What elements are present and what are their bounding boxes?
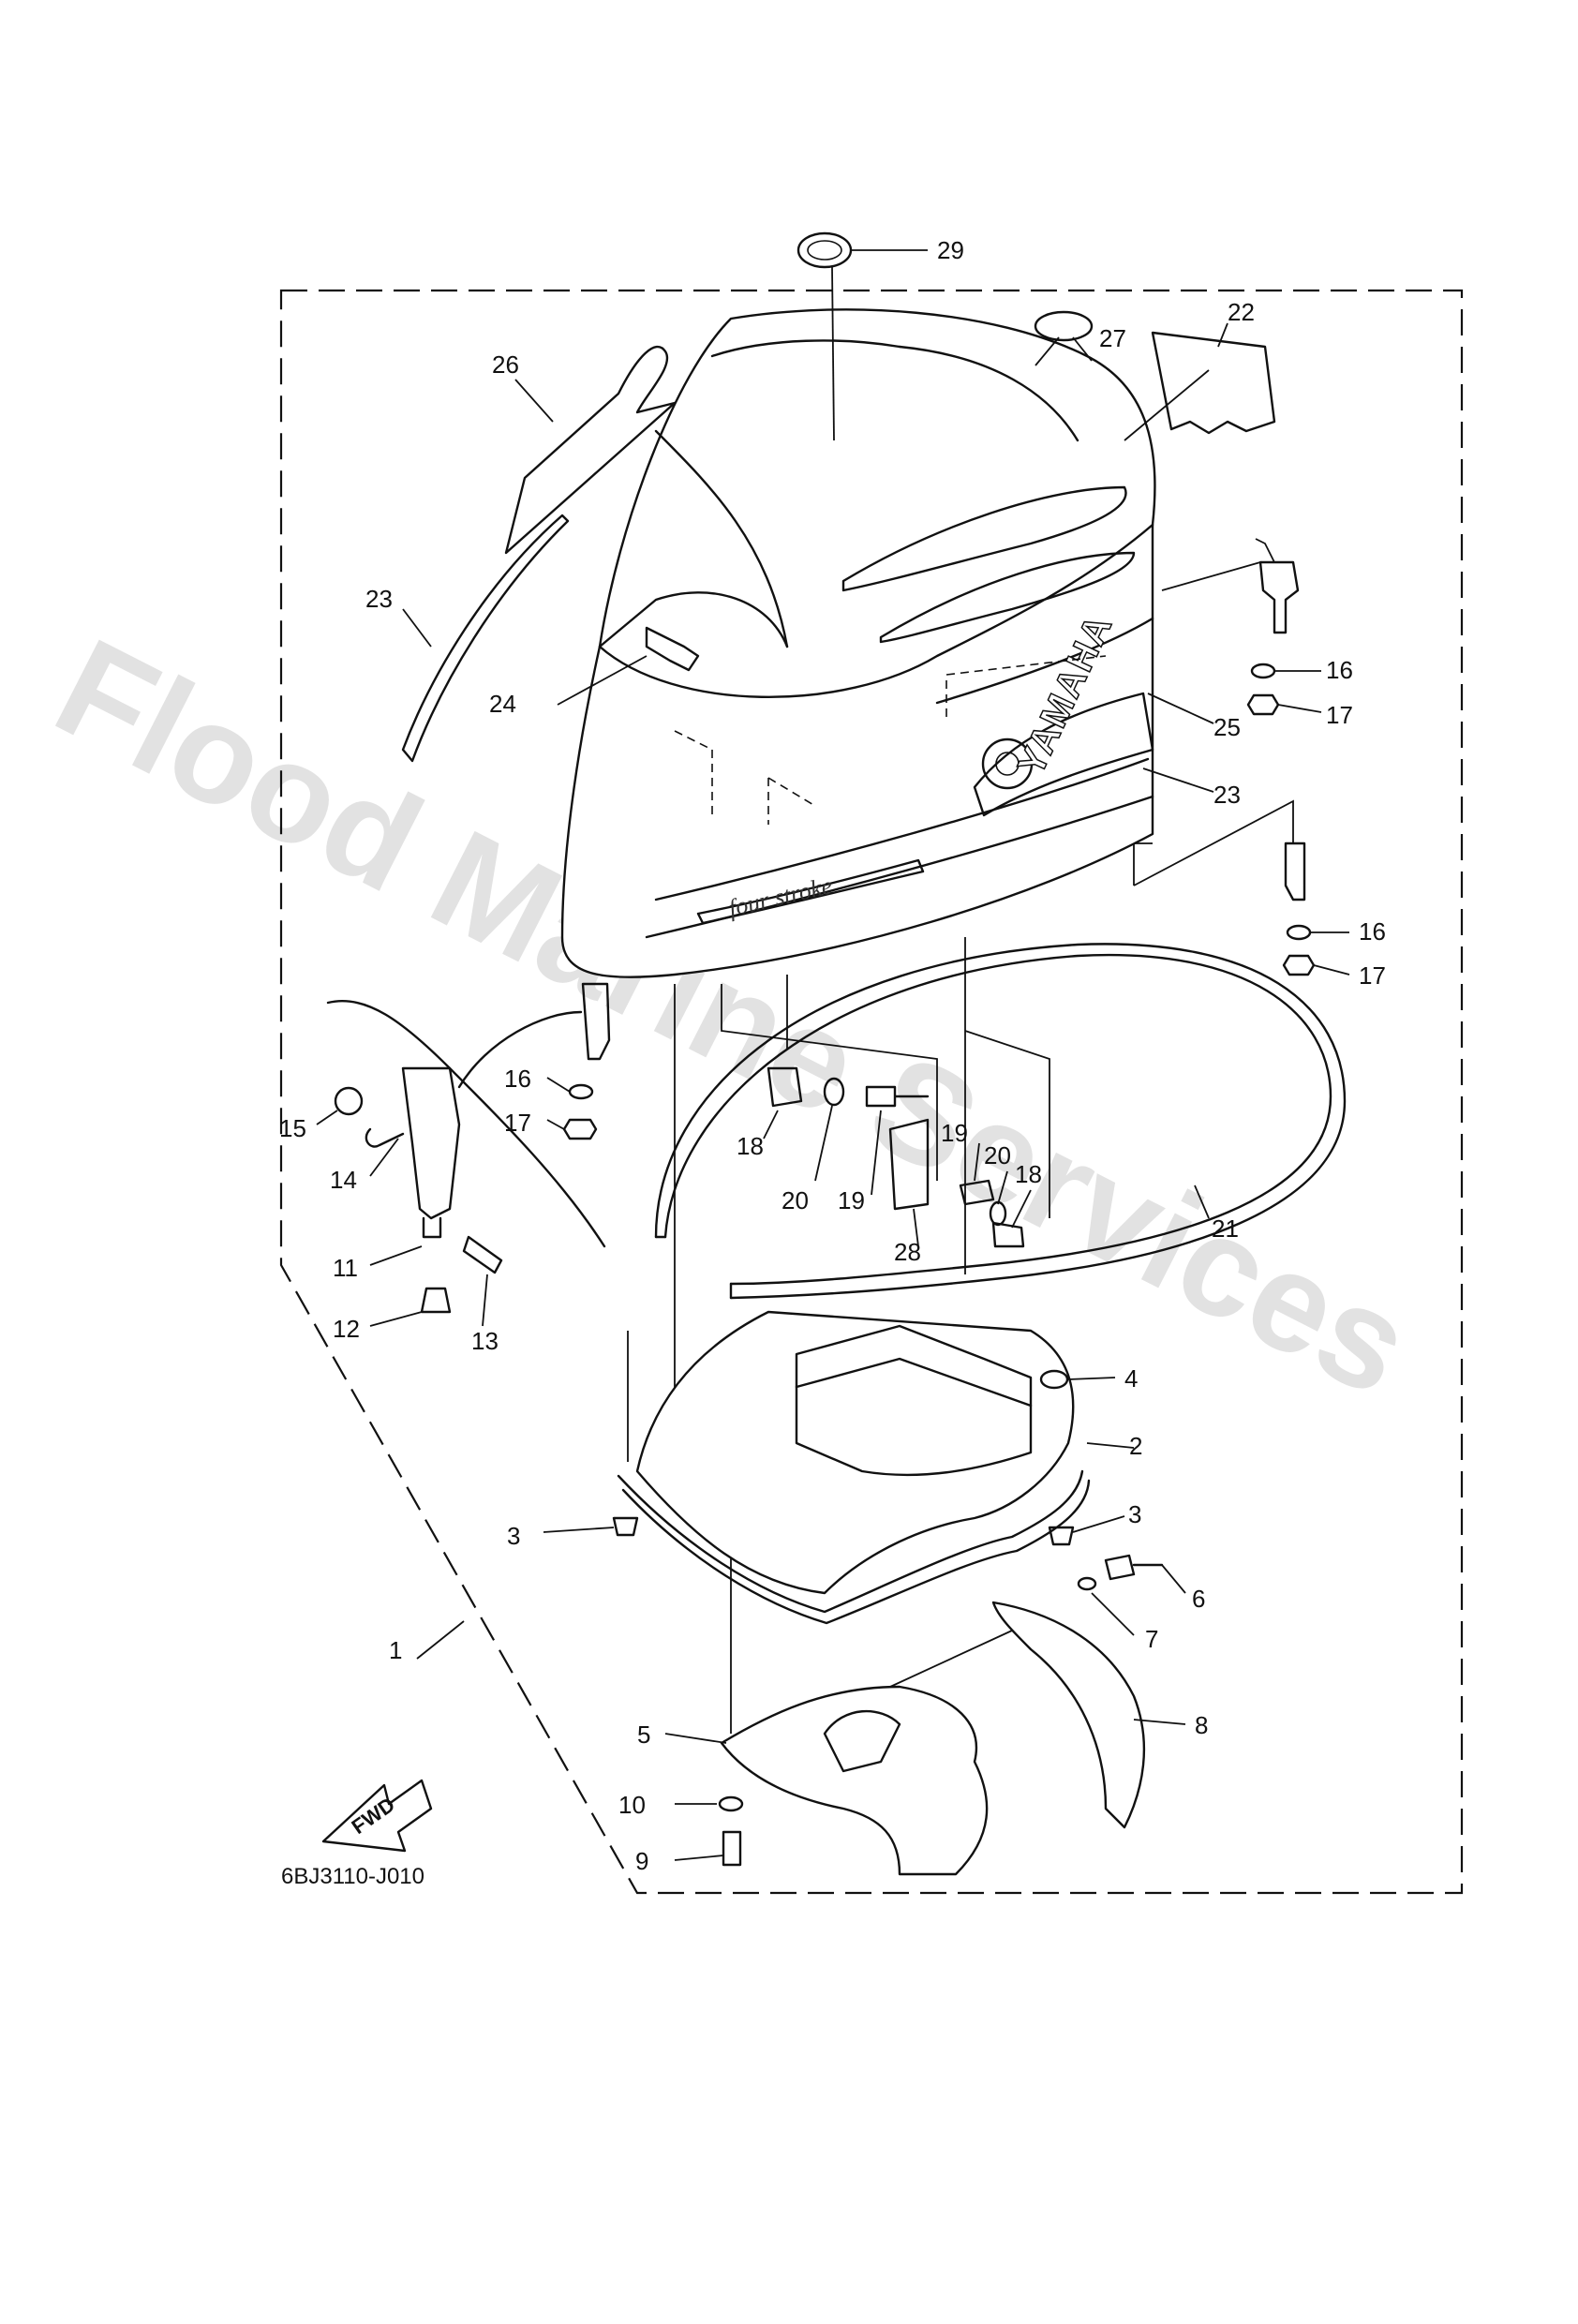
callout-c24: 24 (489, 690, 516, 718)
assembly-boundary (279, 289, 1464, 1895)
callout-c11: 11 (333, 1254, 358, 1282)
grommet-part-3-left (612, 1516, 639, 1537)
callout-c16a: 16 (1326, 656, 1353, 684)
grommet-part-3-right (1048, 1526, 1075, 1546)
apron-part-5 (720, 1685, 989, 1876)
callout-c14: 14 (330, 1166, 357, 1194)
callout-c15: 15 (279, 1114, 306, 1142)
latch-assembly-right-top (1161, 538, 1300, 716)
callout-c16b: 16 (1359, 917, 1386, 946)
callout-c20b: 20 (984, 1141, 1011, 1169)
callout-c6: 6 (1192, 1585, 1205, 1613)
washer-part-4 (1039, 1369, 1069, 1390)
washer-part-7 (1077, 1576, 1097, 1591)
callout-c25: 25 (1213, 713, 1241, 741)
callout-c26: 26 (492, 350, 519, 379)
cowling-hidden-lines (674, 655, 1107, 825)
callout-c19a: 19 (838, 1186, 865, 1214)
callout-c18a: 18 (737, 1132, 764, 1160)
callout-c13: 13 (471, 1327, 499, 1355)
callout-c17c: 17 (504, 1109, 531, 1137)
callout-c18b: 18 (1015, 1160, 1042, 1188)
vertical-leaders (627, 937, 1050, 1734)
callout-c29: 29 (937, 236, 964, 264)
clip-cluster-left (767, 1066, 930, 1211)
callout-c5: 5 (637, 1721, 650, 1749)
callout-c1: 1 (389, 1636, 402, 1664)
callout-c28: 28 (894, 1238, 921, 1266)
seal-part-21 (654, 943, 1347, 1300)
callout-c27: 27 (1099, 324, 1126, 352)
handle-part-24 (645, 626, 700, 672)
screw-part-9 (722, 1830, 742, 1867)
bolt-part-6 (1104, 1554, 1164, 1581)
callout-c23b: 23 (1213, 781, 1241, 809)
callout-c22: 22 (1228, 298, 1255, 326)
callout-c16c: 16 (504, 1065, 531, 1093)
fwd-label: FWD (348, 1793, 399, 1839)
callout-c19b: 19 (941, 1119, 968, 1147)
callout-c2: 2 (1129, 1432, 1142, 1460)
callout-c12: 12 (333, 1315, 360, 1343)
callout-c17a: 17 (1326, 701, 1353, 729)
strip-part-23-left (401, 514, 570, 763)
forward-direction-arrow (321, 1779, 433, 1853)
decal-part-27 (1034, 310, 1094, 342)
decal-part-22 (1151, 331, 1276, 435)
callout-c3b: 3 (1128, 1500, 1141, 1528)
latch-assembly-right-bottom (1133, 799, 1316, 976)
callout-c3a: 3 (507, 1522, 520, 1550)
detail-callout-curve (326, 999, 606, 1248)
callout-c21: 21 (1212, 1214, 1239, 1243)
bottom-cowling-part-2 (617, 1310, 1091, 1625)
washer-part-10 (718, 1795, 744, 1812)
callout-c8: 8 (1195, 1711, 1208, 1739)
latch-detail-parts (334, 1066, 503, 1314)
callout-c17b: 17 (1359, 961, 1386, 990)
callout-c23a: 23 (365, 585, 393, 613)
callout-c9: 9 (635, 1847, 648, 1875)
callout-c4: 4 (1124, 1364, 1138, 1393)
diagram-code: 6BJ3110-J010 (281, 1864, 424, 1889)
side-panel-part-8 (991, 1601, 1146, 1829)
emblem-part-29 (796, 231, 853, 269)
callout-c7: 7 (1145, 1625, 1158, 1653)
callout-c10: 10 (618, 1791, 646, 1819)
callout-c20a: 20 (782, 1186, 809, 1214)
decal-part-26 (504, 345, 677, 555)
